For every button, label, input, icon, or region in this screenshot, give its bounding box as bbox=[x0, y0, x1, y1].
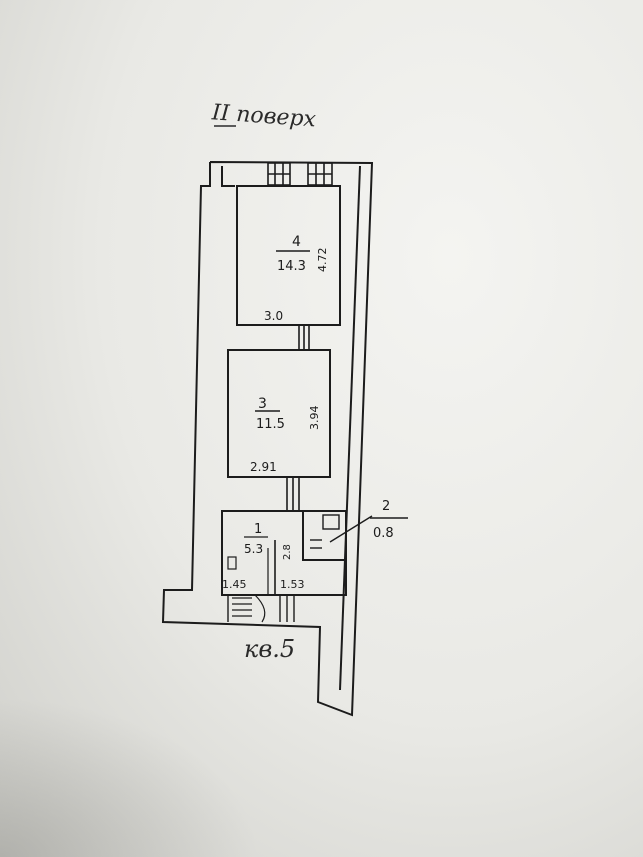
door-3-1 bbox=[286, 477, 300, 511]
room-4: 4 14.3 4.72 3.0 bbox=[236, 185, 341, 326]
room-3-walls bbox=[227, 349, 331, 478]
room-1-number: 1 bbox=[254, 522, 262, 537]
apartment-label: кв.5 bbox=[244, 635, 295, 663]
room-3-dim-height: 3.94 bbox=[308, 406, 321, 431]
room-3: 3 11.5 3.94 2.91 bbox=[227, 349, 331, 478]
room-3-area: 11.5 bbox=[256, 417, 285, 432]
room-3-dim-width: 2.91 bbox=[250, 460, 277, 474]
door-4-3 bbox=[298, 325, 310, 350]
room-3-number: 3 bbox=[258, 396, 267, 412]
room-4-dim-height: 4.72 bbox=[316, 248, 329, 273]
room-1-dim-vertical: 2.8 bbox=[282, 544, 293, 560]
room-1: 1 5.3 2.8 1.45 1.53 bbox=[222, 522, 305, 591]
room-2-number: 2 bbox=[382, 499, 390, 514]
room-4-walls bbox=[236, 185, 341, 326]
room-2-callout: 2 0.8 bbox=[329, 499, 408, 543]
room-4-number: 4 bbox=[292, 234, 301, 250]
room-2-leader-line bbox=[329, 515, 373, 543]
room-2-area: 0.8 bbox=[373, 526, 394, 541]
building-outline bbox=[161, 161, 374, 717]
room-1-block bbox=[221, 510, 347, 623]
floor-label: ІІ поверх bbox=[210, 100, 317, 132]
room-1-dim-right: 1.53 bbox=[280, 578, 305, 591]
room-4-area: 14.3 bbox=[277, 259, 306, 274]
room-1-area: 5.3 bbox=[244, 542, 263, 556]
room-1-dim-left: 1.45 bbox=[222, 578, 247, 591]
room-4-dim-width: 3.0 bbox=[264, 309, 283, 323]
top-windows bbox=[267, 162, 333, 186]
